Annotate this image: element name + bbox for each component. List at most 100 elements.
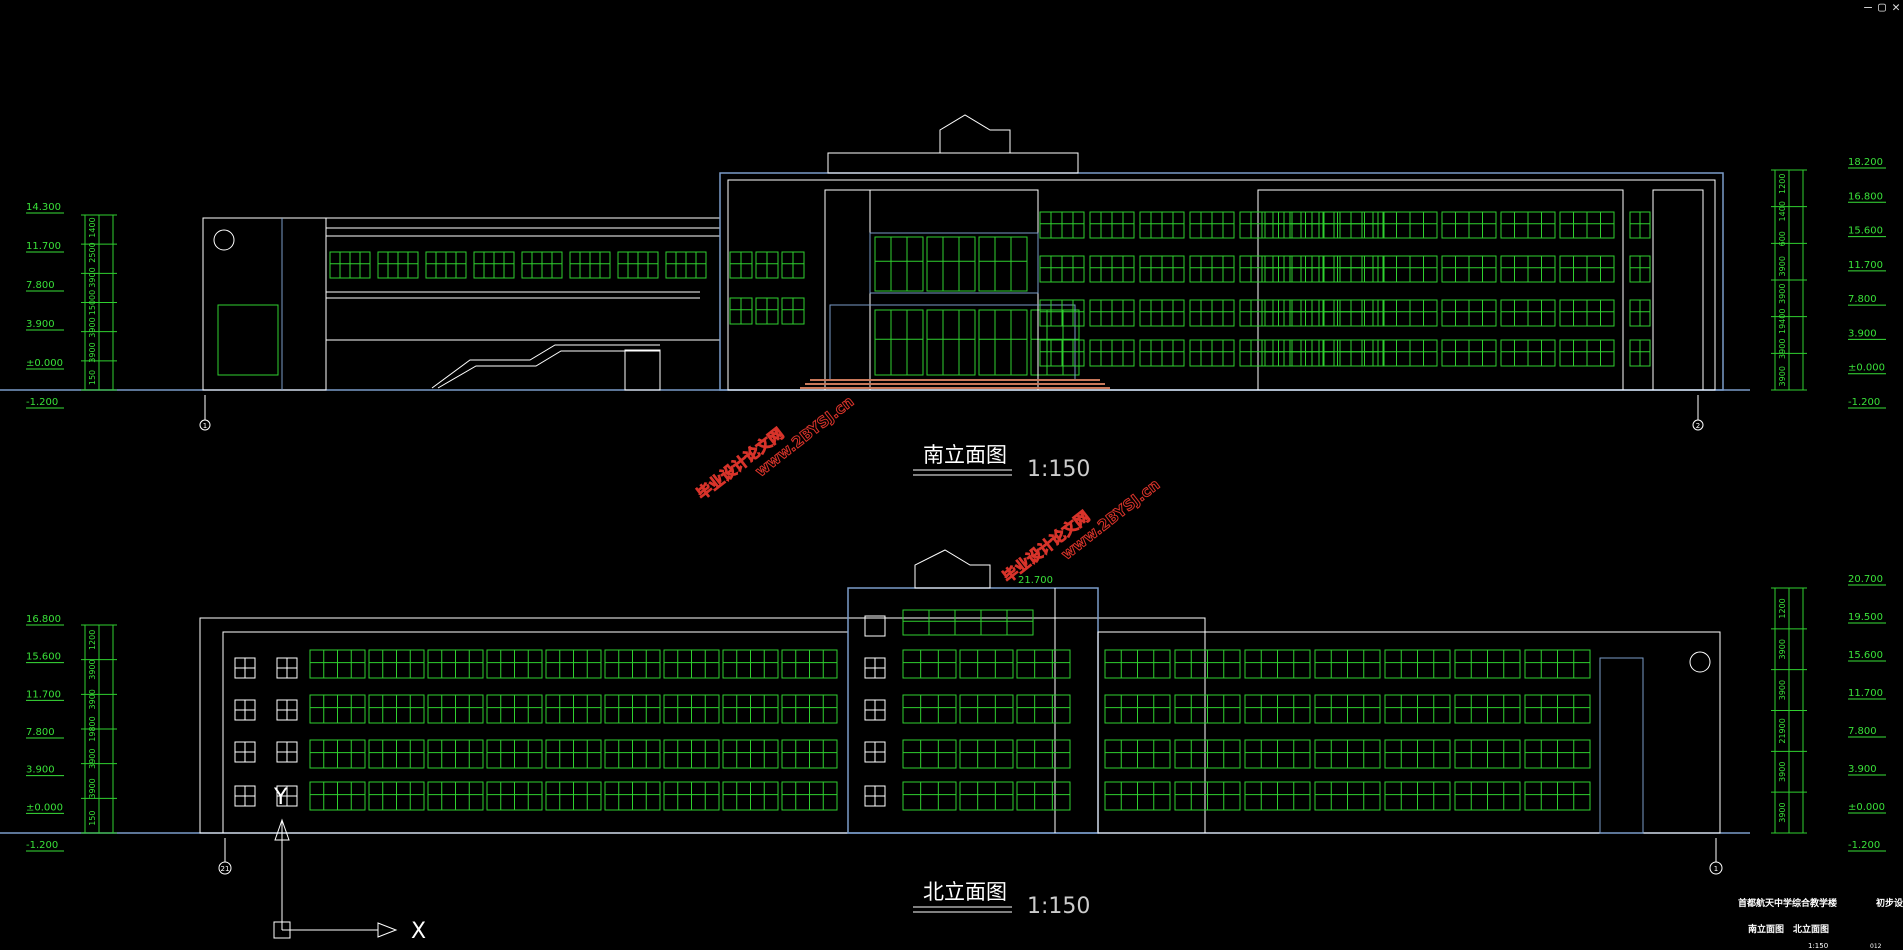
- level-label: ±0.000: [1848, 802, 1885, 813]
- close-button[interactable]: ✕: [1892, 0, 1900, 15]
- window: [959, 781, 1014, 811]
- dimension-value: 3900: [88, 267, 97, 287]
- ucs-y-label: Y: [273, 785, 288, 810]
- north-square-windows: [234, 615, 886, 807]
- window: [978, 236, 1028, 292]
- window: [1016, 781, 1071, 811]
- level-label: 7.800: [26, 727, 55, 738]
- dimension-value: 3900: [88, 317, 97, 337]
- window: [1016, 649, 1071, 679]
- south-elevation: 14.300 11.700 7.800 3.900 ±0.000 -1.200 1400 25…: [0, 114, 1886, 482]
- title-block-scale: 1:150: [1808, 942, 1828, 950]
- dimension-value: 1200: [1778, 598, 1787, 618]
- window: [1030, 309, 1080, 376]
- window: [902, 781, 957, 811]
- level-label: 3.900: [26, 319, 55, 330]
- axis-label: 1: [203, 422, 207, 430]
- level-label: 11.700: [26, 241, 61, 252]
- window: [959, 649, 1014, 679]
- level-label: ±0.000: [1848, 363, 1885, 374]
- axis-label: 21: [221, 865, 230, 873]
- dimension-value: 3900: [88, 689, 97, 709]
- level-label: -1.200: [26, 840, 58, 851]
- level-label: 18.200: [1848, 157, 1883, 168]
- south-elevation-title: 南立面图: [923, 443, 1007, 467]
- window-controls: –▢ ✕: [1861, 0, 1903, 15]
- north-elevation-scale: 1:150: [1027, 894, 1090, 919]
- dimension-value: 15000: [88, 290, 97, 315]
- window: [1016, 694, 1071, 724]
- dimension-value: 19400: [1778, 309, 1787, 334]
- title-block: 首都航天中学综合教学楼 初步设计 南立面图 北立面图 1:150 012: [1738, 897, 1903, 950]
- window: [874, 309, 924, 376]
- dimension-value: 150: [88, 370, 97, 385]
- dimension-value: 3900: [1778, 366, 1787, 386]
- level-label: 14.300: [26, 202, 61, 213]
- dimension-value: 3900: [1778, 339, 1787, 359]
- window: [978, 309, 1028, 376]
- dimension-value: 21900: [1778, 718, 1787, 743]
- window: [1016, 739, 1071, 769]
- level-label: 19.500: [1848, 612, 1883, 623]
- window: [902, 609, 1034, 636]
- window: [959, 739, 1014, 769]
- axis-marker-1: [1709, 861, 1723, 875]
- ucs-x-label: X: [411, 919, 426, 944]
- north-elevation: 21.700 16.800 15.600 11.700 7.800 3.900 ±0.00…: [0, 549, 1886, 919]
- dimension-value: 2500: [88, 242, 97, 262]
- dimension-value: 3900: [88, 659, 97, 679]
- south-left-dimension-stack: 14.300 11.700 7.800 3.900 ±0.000 -1.200 1400 25…: [26, 202, 117, 409]
- level-label: ±0.000: [26, 358, 63, 369]
- level-label: -1.200: [1848, 840, 1880, 851]
- south-left-wing-windows: [326, 217, 720, 341]
- level-label: 7.800: [26, 280, 55, 291]
- south-entrance-steps: [800, 379, 1110, 389]
- minimize-button[interactable]: –: [1864, 0, 1872, 15]
- dimension-value: 1200: [88, 630, 97, 650]
- title-block-num: 012: [1870, 943, 1882, 950]
- window: [902, 649, 957, 679]
- window: [926, 236, 976, 292]
- south-right-dimension-stack: 18.20016.80015.60011.7007.8003.900±0.000…: [1771, 157, 1886, 409]
- dimension-value: 3900: [88, 749, 97, 769]
- south-elevation-scale: 1:150: [1027, 457, 1090, 482]
- dimension-value: 1200: [1778, 174, 1787, 194]
- window: [902, 694, 957, 724]
- window: [864, 615, 886, 637]
- dimension-value: 150: [88, 811, 97, 826]
- north-right-dimension-stack: 20.70019.50015.60011.7007.8003.900±0.000…: [1771, 574, 1886, 852]
- window: [959, 694, 1014, 724]
- dimension-value: 3900: [1778, 256, 1787, 276]
- dimension-value: 1400: [1778, 201, 1787, 221]
- north-roof-level: 21.700: [1018, 575, 1053, 586]
- axis-marker-21: [218, 861, 232, 875]
- dimension-value: 19800: [88, 716, 97, 741]
- level-label: 3.900: [26, 765, 55, 776]
- level-label: ±0.000: [26, 802, 63, 813]
- restore-button[interactable]: ▢: [1878, 0, 1886, 15]
- window: [926, 309, 976, 376]
- axis-label: 2: [1696, 422, 1700, 430]
- window: [874, 236, 924, 292]
- level-label: -1.200: [26, 397, 58, 408]
- north-elevation-title: 北立面图: [923, 880, 1007, 904]
- dimension-value: 1400: [88, 217, 97, 237]
- level-label: 16.800: [1848, 191, 1883, 202]
- level-label: 11.700: [1848, 688, 1883, 699]
- title-block-stage: 初步设计: [1876, 897, 1903, 909]
- window: [902, 739, 957, 769]
- level-label: 3.900: [1848, 764, 1877, 775]
- level-label: 15.600: [1848, 650, 1883, 661]
- title-block-sheet: 南立面图 北立面图: [1748, 923, 1829, 935]
- ucs-icon[interactable]: X Y: [273, 785, 426, 944]
- level-label: 15.600: [1848, 226, 1883, 237]
- dimension-value: 3900: [88, 778, 97, 798]
- dimension-value: 3900: [88, 342, 97, 362]
- south-window-row-right: [1039, 211, 1651, 367]
- south-window-row-left: [329, 236, 1080, 376]
- level-label: 3.900: [1848, 328, 1877, 339]
- dimension-value: 3900: [1778, 284, 1787, 304]
- level-label: 20.700: [1848, 574, 1883, 585]
- level-label: 16.800: [26, 614, 61, 625]
